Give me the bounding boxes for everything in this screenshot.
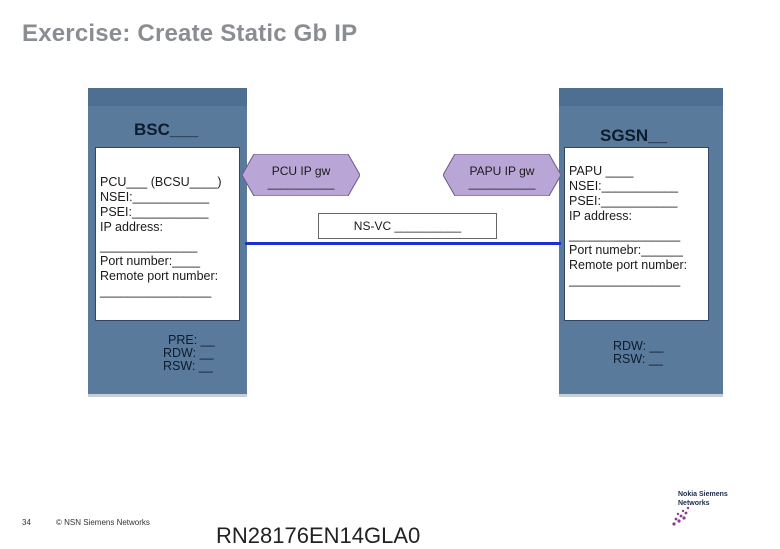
- sgsn-title: SGSN__: [600, 126, 668, 145]
- logo-line-1: Nokia Siemens: [678, 491, 728, 498]
- sgsn-field-remote-port: Remote port number:: [569, 258, 688, 272]
- bsc-status: PRE: __ RDW: __ RSW: __: [163, 334, 215, 373]
- page-number: 34: [22, 518, 31, 527]
- sgsn-node-edge: [559, 394, 723, 397]
- bsc-node-edge: [88, 394, 247, 397]
- logo-line-2: Networks: [678, 500, 710, 507]
- sgsn-field-ip: IP address:: [569, 209, 633, 223]
- bsc-field-psei: PSEI:___________: [100, 205, 209, 219]
- bsc-title: BSC___: [134, 120, 199, 139]
- pcu-gw-blank: __________: [267, 176, 335, 190]
- papu-gw-blank: __________: [468, 176, 536, 190]
- nokia-siemens-logo-icon: [672, 506, 690, 526]
- sgsn-field-port: Port numebr:______: [569, 243, 683, 257]
- sgsn-status-rsw: RSW: __: [613, 352, 663, 366]
- gb-link-line: [245, 242, 561, 245]
- bsc-field-ip: IP address:: [100, 220, 164, 234]
- bsc-field-remote-port: Remote port number:: [100, 269, 219, 283]
- bsc-node-top: [88, 88, 247, 106]
- sgsn-field-ip-blank: ________________: [569, 228, 681, 242]
- pcu-gw-label: PCU IP gw: [271, 164, 331, 178]
- papu-gw-shape: [443, 154, 561, 196]
- slide-title: Exercise: Create Static Gb IP: [22, 20, 358, 47]
- sgsn-field-remote-port-blank: ________________: [569, 273, 681, 287]
- papu-gw-label: PAPU IP gw: [469, 164, 535, 178]
- sgsn-status: RDW: __ RSW: __: [613, 340, 663, 366]
- pcu-gw-shape: [242, 154, 360, 196]
- sgsn-field-nsei: NSEI:___________: [569, 179, 679, 193]
- logo-text: Nokia Siemens Networks: [678, 490, 728, 508]
- nsvc-box: NS-VC __________: [318, 213, 497, 239]
- bsc-status-pre: PRE: __: [168, 333, 215, 347]
- sgsn-field-papu: PAPU ____: [569, 164, 634, 178]
- document-code: RN28176EN14GLA0: [216, 523, 421, 548]
- sgsn-field-psei: PSEI:___________: [569, 194, 678, 208]
- sgsn-panel: PAPU ____ NSEI:___________ PSEI:________…: [564, 147, 709, 321]
- bsc-panel: PCU___ (BCSU____) NSEI:___________ PSEI:…: [95, 147, 240, 321]
- bsc-field-ip-blank: ______________: [100, 239, 198, 253]
- sgsn-status-rdw: RDW: __: [613, 339, 664, 353]
- sgsn-node-top: [559, 88, 723, 106]
- bsc-status-rsw: RSW: __: [163, 359, 213, 373]
- bsc-field-pcu: PCU___ (BCSU____): [100, 175, 222, 189]
- bsc-field-nsei: NSEI:___________: [100, 190, 210, 204]
- bsc-status-rdw: RDW: __: [163, 346, 214, 360]
- copyright-text: © NSN Siemens Networks: [56, 518, 150, 527]
- bsc-field-remote-port-blank: ________________: [100, 284, 212, 298]
- bsc-field-port: Port number:____: [100, 254, 201, 268]
